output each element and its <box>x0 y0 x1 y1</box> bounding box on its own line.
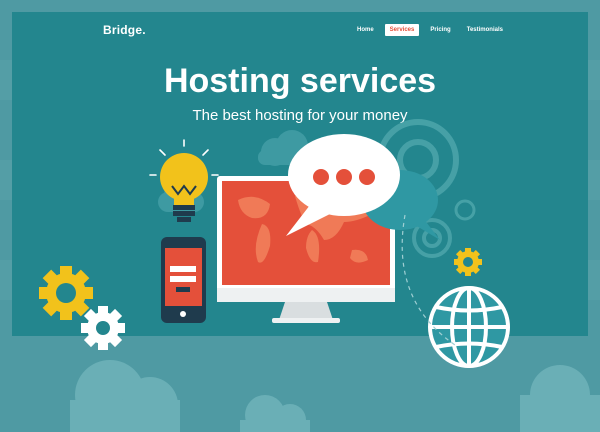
gear-icon <box>39 266 93 320</box>
hero-subtitle: The best hosting for your money <box>192 107 408 124</box>
lightbulb-icon <box>149 139 219 222</box>
main-nav: Home Services Pricing Testimonials <box>352 24 514 36</box>
nav-item-testimonials[interactable]: Testimonials <box>466 27 503 33</box>
cloud-icon <box>70 360 600 432</box>
speech-bubble-icon <box>286 134 440 240</box>
globe-icon <box>428 286 510 368</box>
nav-item-home[interactable]: Home <box>357 27 374 33</box>
gear-icon <box>454 199 476 221</box>
hero-title: Hosting services <box>163 62 437 100</box>
phone-icon <box>161 237 206 323</box>
nav-item-pricing[interactable]: Pricing <box>430 27 451 33</box>
brand-logo[interactable]: Bridge. <box>103 23 146 37</box>
nav-item-services[interactable]: Services <box>384 24 420 36</box>
gear-icon <box>81 306 125 350</box>
gear-icon <box>454 248 482 276</box>
